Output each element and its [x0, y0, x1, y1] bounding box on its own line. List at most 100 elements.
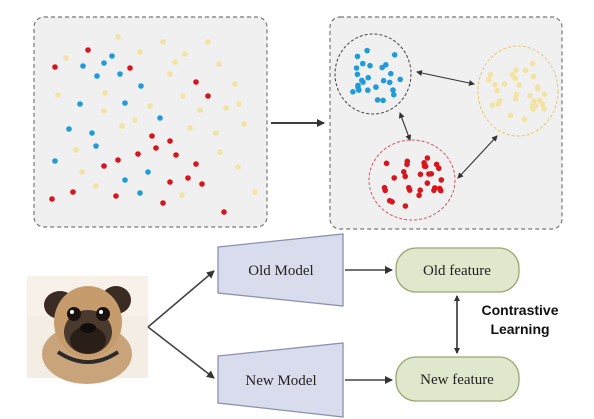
- cluster-point-yellow: [487, 71, 494, 78]
- cluster-point-red: [433, 161, 440, 168]
- scatter-point-yellow: [217, 149, 223, 155]
- scatter-point-red: [127, 65, 133, 71]
- scatter-point-red: [167, 138, 173, 144]
- scatter-point-yellow: [180, 93, 186, 99]
- scatter-point-red: [193, 161, 199, 167]
- cluster-point-blue: [359, 77, 365, 84]
- cluster-point-blue: [360, 60, 366, 67]
- scatter-point-red: [199, 181, 205, 187]
- unclustered-points: [49, 34, 258, 215]
- scatter-point-blue: [66, 126, 72, 132]
- scatter-point-red: [167, 179, 173, 185]
- cluster-point-blue: [365, 74, 372, 81]
- cluster-point-red: [402, 203, 409, 209]
- scatter-point-red: [85, 47, 91, 53]
- cluster-point-red: [382, 187, 389, 194]
- cluster-point-red: [416, 192, 422, 199]
- scatter-point-red: [193, 79, 199, 85]
- scatter-point-red: [221, 209, 227, 215]
- cluster-point-yellow: [532, 103, 539, 109]
- cluster-point-yellow: [485, 77, 492, 83]
- scatter-point-yellow: [172, 59, 178, 65]
- scatter-point-blue: [109, 53, 115, 59]
- new-model-label: New Model: [245, 373, 316, 389]
- scatter-point-yellow: [119, 123, 125, 129]
- cluster-point-yellow: [509, 72, 516, 78]
- cluster-point-yellow: [539, 101, 546, 107]
- cluster-point-yellow: [527, 92, 533, 99]
- cluster-point-blue: [365, 87, 371, 93]
- scatter-point-blue: [145, 169, 151, 175]
- blue-cluster-boundary: [334, 33, 412, 115]
- scatter-point-yellow: [213, 130, 219, 136]
- cluster-point-yellow: [507, 112, 514, 119]
- image-to-new-model-arrow: [147, 326, 215, 379]
- cluster-point-yellow: [501, 81, 508, 87]
- scatter-point-yellow: [182, 51, 188, 57]
- scatter-point-red: [49, 196, 55, 202]
- scatter-point-yellow: [132, 117, 138, 123]
- scatter-point-red: [149, 133, 155, 139]
- cluster-point-blue: [390, 87, 396, 93]
- scatter-point-red: [70, 189, 76, 195]
- scatter-point-yellow: [137, 49, 143, 55]
- contrastive-learning-label-line2: Learning: [490, 321, 549, 337]
- cluster-point-blue: [388, 70, 394, 77]
- cluster-point-blue: [374, 97, 381, 103]
- scatter-point-yellow: [93, 183, 99, 189]
- clustered-panel: [329, 16, 563, 230]
- scatter-point-red: [185, 175, 191, 181]
- red-yellow-relation-arrow: [457, 135, 498, 179]
- scatter-point-yellow: [55, 92, 61, 98]
- scatter-point-yellow: [223, 105, 229, 111]
- cluster-point-blue: [350, 89, 356, 95]
- cluster-point-blue: [355, 82, 361, 89]
- cluster-point-red: [391, 175, 398, 181]
- cluster-point-blue: [353, 65, 360, 71]
- scatter-point-yellow: [197, 107, 203, 113]
- blue-yellow-relation-arrow: [416, 70, 475, 86]
- cluster-point-red: [389, 199, 395, 205]
- cluster-point-red: [424, 180, 431, 186]
- scatter-point-blue: [93, 143, 99, 149]
- scatter-point-red: [101, 163, 107, 169]
- cluster-point-yellow: [497, 98, 503, 104]
- cluster-point-yellow: [530, 73, 537, 80]
- cluster-point-red: [402, 173, 409, 180]
- cluster-point-yellow: [522, 67, 529, 74]
- cluster-point-yellow: [512, 96, 519, 102]
- cluster-point-yellow: [494, 87, 500, 94]
- cluster-point-yellow: [541, 91, 548, 98]
- scatter-point-red: [135, 151, 141, 157]
- scatter-point-red: [153, 145, 159, 151]
- scatter-point-red: [160, 200, 166, 206]
- scatter-point-blue: [52, 158, 58, 164]
- cluster-point-yellow: [521, 116, 528, 123]
- cluster-point-yellow: [513, 91, 520, 98]
- new-feature-label: New feature: [420, 372, 494, 388]
- image-to-old-model-arrow: [147, 270, 215, 328]
- scatter-point-yellow: [232, 81, 238, 87]
- scatter-point-yellow: [160, 39, 166, 45]
- yellow-cluster-boundary: [477, 45, 559, 137]
- scatter-point-blue: [80, 63, 86, 69]
- cluster-point-yellow: [529, 60, 536, 67]
- cluster-point-red: [436, 185, 443, 192]
- old-model-label: Old Model: [248, 263, 313, 279]
- cluster-point-blue: [380, 97, 386, 104]
- cluster-point-blue: [354, 71, 361, 78]
- old-feature-label: Old feature: [423, 263, 491, 279]
- scatter-point-blue: [137, 190, 143, 196]
- scatter-point-blue: [122, 177, 128, 183]
- cluster-point-red: [428, 171, 435, 177]
- scatter-point-red: [173, 152, 179, 158]
- cluster-point-blue: [391, 52, 398, 58]
- blue-red-relation-arrow: [398, 112, 412, 141]
- scatter-point-blue: [117, 71, 123, 77]
- cluster-point-red: [417, 187, 424, 193]
- cluster-point-red: [383, 160, 390, 167]
- old-feature-box: [395, 247, 520, 293]
- cluster-point-blue: [364, 47, 370, 54]
- cluster-point-blue: [367, 62, 373, 69]
